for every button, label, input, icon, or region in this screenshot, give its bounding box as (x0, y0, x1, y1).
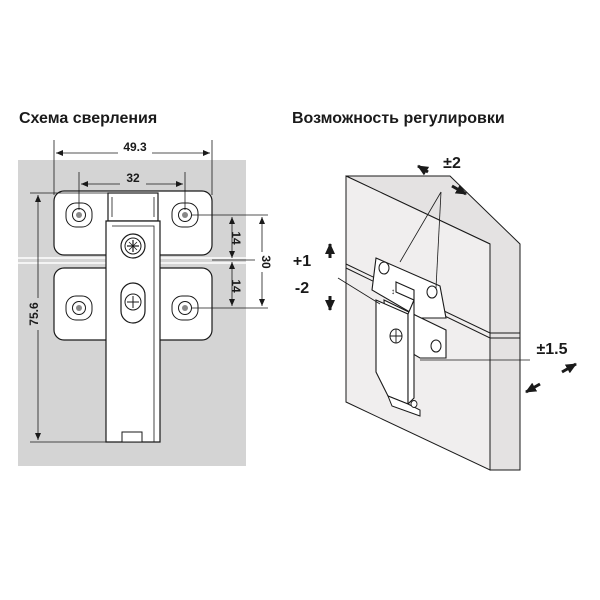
hinge-arm-3d: ↕ (375, 281, 421, 417)
dimension-label-outer-width: 49.3 (123, 140, 147, 154)
side-adjustment-label: ±1.5 (536, 341, 567, 358)
drill-hole (65, 202, 93, 228)
drilling-scheme-title: Схема сверления (19, 110, 158, 127)
adjustment-illustration: ↕ ±2 +1 -2 ±1.5 (293, 155, 577, 471)
dimension-label-upper-offset: 14 (229, 231, 243, 245)
dimension-label-height: 75.6 (27, 302, 41, 326)
drill-hole (65, 295, 93, 321)
leader-line-height (337, 277, 381, 305)
dimension-lower-offset: 14 (192, 262, 268, 309)
adjustment-screw (120, 233, 146, 259)
hinge-arm (105, 192, 161, 443)
side-arrow-right (561, 362, 577, 374)
drilling-scheme: 49.3 32 14 14 30 (18, 140, 273, 466)
dimension-total-vertical: 30 (255, 217, 273, 306)
slot-screw (120, 282, 146, 324)
dimension-label-total-vertical: 30 (259, 255, 273, 269)
depth-arrow-back (417, 164, 430, 176)
leader-line-depth (435, 191, 442, 289)
dimension-hole-spacing: 32 (78, 171, 186, 210)
adjustment-title: Возможность регулировки (292, 110, 505, 127)
depth-adjustment-label: ±2 (443, 155, 461, 172)
height-down-label: -2 (295, 280, 309, 297)
height-up-label: +1 (293, 253, 311, 270)
side-arrow-left (525, 382, 541, 394)
dimension-outer-width: 49.3 (53, 140, 213, 195)
leader-line-depth (399, 191, 442, 263)
dimension-label-lower-offset: 14 (229, 279, 243, 293)
dimension-label-hole-spacing: 32 (126, 171, 140, 185)
svg-text:↕: ↕ (391, 287, 395, 296)
dimension-height: 75.6 (27, 192, 110, 443)
depth-arrow-forward (451, 184, 467, 196)
